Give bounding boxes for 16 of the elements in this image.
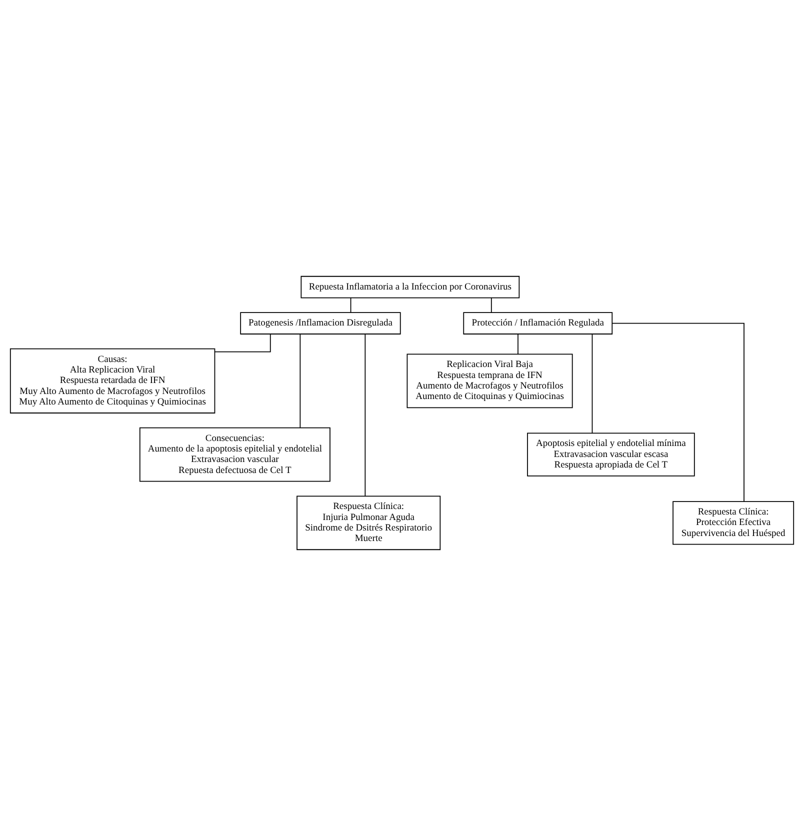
- node-box: Respuesta Clínica: Protección Efectiva Supervivencia del Huésped: [672, 500, 794, 544]
- node-box: Respuesta Clínica: Injuria Pulmonar Aguda Sindrome de Dsitrés Respiratorio Muerte: [296, 495, 441, 550]
- connector: [364, 333, 366, 496]
- node-box: Repuesta Inflamatoria a la Infeccion por Coronavirus: [300, 275, 520, 298]
- node-box: Consecuencias: Aumento de la apoptosis epitelial y endotelial Extravasacion vascular Repuesta defectuosa de Cel T: [139, 426, 330, 482]
- connector: [214, 333, 271, 352]
- connector: [612, 322, 744, 502]
- connector: [490, 297, 492, 312]
- connector: [300, 333, 301, 428]
- connector: [592, 333, 593, 434]
- node-box: Protección / Inflamación Regulada: [463, 312, 613, 334]
- node-box: Apoptosis epitelial y endotelial mínima Extravasacion vascular escasa Respuesta apropiada de Cel T: [527, 432, 695, 476]
- node-box: Replicacion Viral Baja Respuesta temprana de IFN Aumento de Macrofagos y Neutrofilos Aumento de Citoquinas y Quimiocinas: [406, 353, 573, 408]
- node-box: Causas: Alta Replicacion Viral Respuesta retardada de IFN Muy Alto Aumento de Macrofagos y Neutrofilos Muy Alto Aumento de Citoquinas y Quimiocinas: [10, 348, 216, 413]
- node-box: Patogenesis /Inflamacion Disregulada: [240, 312, 401, 334]
- connector: [350, 297, 352, 312]
